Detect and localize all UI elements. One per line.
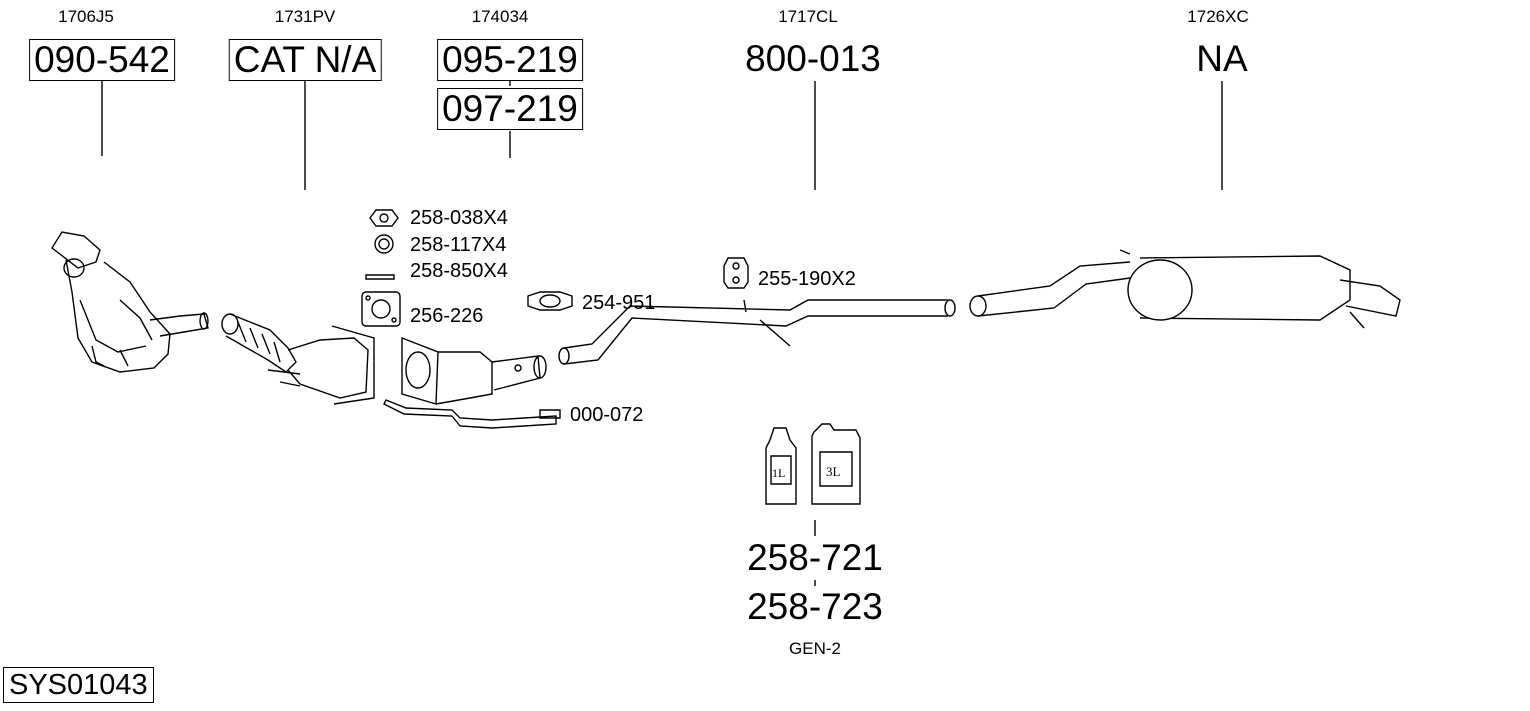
rubber-mount-icon — [724, 258, 748, 288]
accessory-code-000-072[interactable]: 000-072 — [570, 404, 644, 426]
bottle-small-label: 1L — [772, 466, 786, 480]
accessory-code-258-038X4[interactable]: 258-038X4 — [410, 207, 508, 229]
part-number-090-542[interactable]: 090-542 — [29, 39, 175, 81]
part-number-cat-na[interactable]: CAT N/A — [228, 39, 382, 81]
system-code: SYS01043 — [3, 667, 154, 703]
accessory-code-255-190X2[interactable]: 255-190X2 — [758, 268, 856, 290]
accessory-code-256-226[interactable]: 256-226 — [410, 305, 484, 327]
ref-1717CL: 1717CL — [778, 7, 838, 26]
sensor-pipe-drawing — [384, 400, 556, 428]
part-number-800-013[interactable]: 800-013 — [745, 38, 881, 79]
exhaust-manifold-catalyst — [52, 232, 208, 372]
rear-silencer — [970, 250, 1400, 328]
part-number-095-219[interactable]: 095-219 — [437, 39, 583, 81]
accessory-code-254-951[interactable]: 254-951 — [582, 292, 656, 314]
nut-icon — [370, 210, 398, 226]
part-number-258-721[interactable]: 258-721 — [747, 537, 883, 578]
accessory-code-258-850X4[interactable]: 258-850X4 — [410, 260, 508, 282]
catalytic-converter-front — [222, 314, 374, 404]
gasket-icon — [362, 292, 400, 326]
fluid-note: GEN-2 — [789, 639, 841, 658]
washer-icon — [375, 235, 393, 253]
ref-1726XC: 1726XC — [1187, 7, 1249, 26]
fluid-bottle-large-icon — [812, 424, 860, 504]
clamp-icon — [528, 292, 572, 310]
ref-174034: 174034 — [471, 7, 529, 26]
part-number-258-723[interactable]: 258-723 — [747, 586, 883, 627]
part-number-na[interactable]: NA — [1196, 38, 1248, 79]
fluid-bottle-small-icon — [766, 428, 796, 504]
ref-1706J5: 1706J5 — [58, 7, 114, 26]
ref-1731PV: 1731PV — [274, 7, 336, 26]
intermediate-pipe — [559, 300, 955, 364]
bolt-icon — [366, 275, 394, 279]
diesel-particulate-filter — [402, 338, 546, 404]
part-number-097-219[interactable]: 097-219 — [437, 88, 583, 130]
bottle-large-label: 3L — [826, 464, 841, 479]
accessory-code-258-117X4[interactable]: 258-117X4 — [410, 234, 507, 256]
